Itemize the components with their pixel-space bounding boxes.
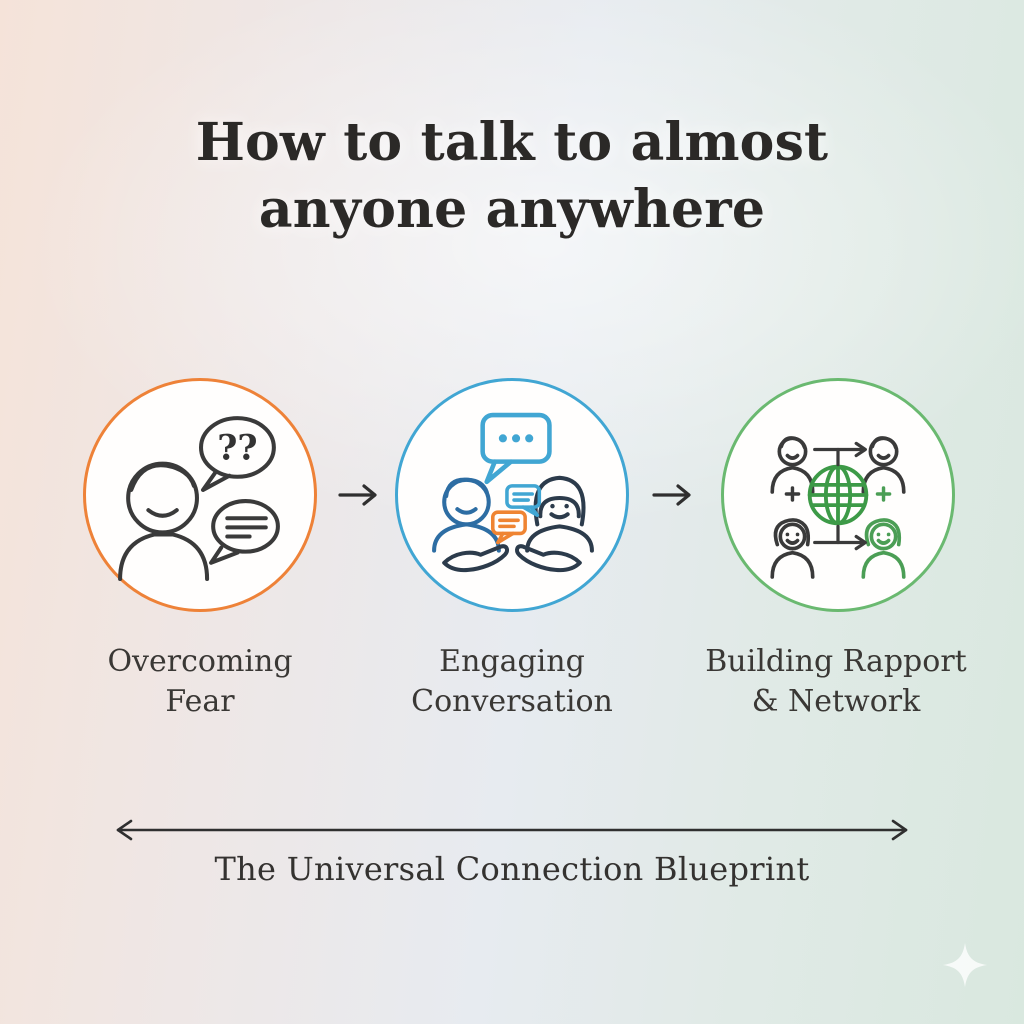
- step-label-line: & Network: [751, 683, 921, 719]
- blueprint-caption: The Universal Connection Blueprint: [214, 850, 810, 888]
- right-arrow-icon: [338, 484, 377, 506]
- step-label-line: Conversation: [411, 683, 613, 719]
- step-label-line: Building Rapport: [705, 644, 967, 679]
- step-circle-building-rapport: [721, 378, 955, 612]
- two-people-conversation-icon: [432, 412, 594, 573]
- double-headed-arrow-icon: [116, 819, 908, 841]
- people-globe-network-icon: [770, 436, 906, 579]
- step-label-line: Engaging: [439, 644, 585, 679]
- step-label-engaging-conversation: Engaging Conversation: [342, 642, 682, 721]
- person-question-bubbles-icon: ??: [118, 416, 280, 581]
- person-icon: [770, 436, 815, 494]
- step-label-line: Fear: [165, 683, 235, 719]
- person-icon: [770, 518, 815, 579]
- step-label-line: Overcoming: [107, 644, 293, 679]
- page-title-line1: How to talk to almost: [195, 112, 829, 173]
- step-label-overcoming-fear: Overcoming Fear: [30, 642, 370, 721]
- person-icon: [861, 518, 906, 579]
- step-circle-engaging-conversation: [395, 378, 629, 612]
- page-title-line2: anyone anywhere: [258, 178, 766, 240]
- step-label-building-rapport: Building Rapport & Network: [666, 642, 1006, 721]
- step-circle-overcoming-fear: ??: [83, 378, 317, 612]
- right-arrow-icon: [652, 484, 691, 506]
- person-icon: [861, 436, 906, 494]
- sparkle-icon: [943, 943, 987, 987]
- page-title: How to talk to almost anyone anywhere: [0, 110, 1024, 243]
- question-marks-text: ??: [217, 429, 257, 469]
